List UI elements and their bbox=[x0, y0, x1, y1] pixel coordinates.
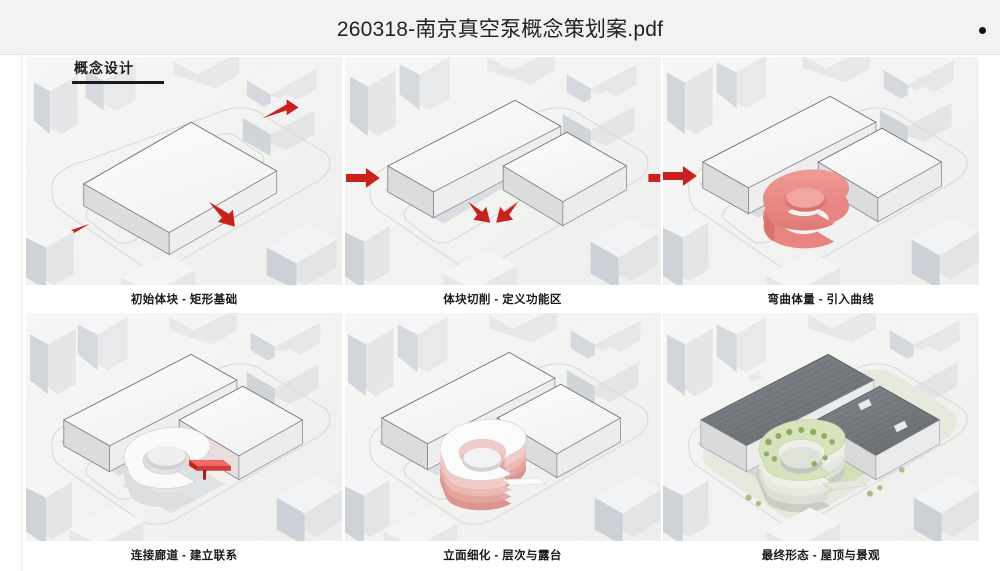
pdf-page: 初始体块 - 矩形基础 bbox=[22, 55, 983, 571]
page-left-gutter bbox=[0, 55, 22, 571]
massing-diagram-5 bbox=[344, 313, 661, 541]
panel-5-caption: 立面细化 - 层次与露台 bbox=[443, 550, 562, 562]
panel-5-illustration bbox=[344, 313, 661, 541]
panel-5[interactable]: 立面细化 - 层次与露台 bbox=[344, 313, 661, 567]
panel-2[interactable]: 体块切削 - 定义功能区 bbox=[344, 57, 661, 311]
panel-2-caption: 体块切削 - 定义功能区 bbox=[443, 294, 562, 306]
massing-diagram-6 bbox=[662, 313, 979, 541]
panel-3-illustration bbox=[662, 57, 979, 285]
panel-6-illustration bbox=[662, 313, 979, 541]
section-heading-underline bbox=[72, 81, 164, 84]
concept-panel-grid: 初始体块 - 矩形基础 bbox=[26, 57, 979, 567]
section-heading-label: 概念设计 bbox=[74, 60, 134, 76]
panel-4[interactable]: 连接廊道 - 建立联系 bbox=[26, 313, 343, 567]
panel-4-caption: 连接廊道 - 建立联系 bbox=[130, 550, 238, 562]
massing-diagram-1 bbox=[26, 57, 343, 285]
more-options-dot-icon[interactable] bbox=[979, 27, 986, 34]
panel-4-illustration bbox=[26, 313, 343, 541]
panel-6[interactable]: 最终形态 - 屋顶与景观 bbox=[662, 313, 979, 567]
panel-3[interactable]: 弯曲体量 - 引入曲线 bbox=[662, 57, 979, 311]
massing-diagram-2 bbox=[344, 57, 661, 285]
panel-1-caption: 初始体块 - 矩形基础 bbox=[130, 294, 238, 306]
massing-diagram-4 bbox=[26, 313, 343, 541]
document-title: 260318-南京真空泵概念策划案.pdf bbox=[336, 18, 664, 41]
panel-3-caption: 弯曲体量 - 引入曲线 bbox=[767, 294, 875, 306]
panel-2-illustration bbox=[344, 57, 661, 285]
section-heading: 概念设计 bbox=[72, 59, 164, 84]
panel-1[interactable]: 初始体块 - 矩形基础 bbox=[26, 57, 343, 311]
massing-diagram-3 bbox=[662, 57, 979, 285]
page-right-gutter bbox=[983, 55, 1000, 571]
panel-6-caption: 最终形态 - 屋顶与景观 bbox=[761, 550, 881, 562]
viewer-topbar: 260318-南京真空泵概念策划案.pdf bbox=[0, 0, 1000, 55]
panel-1-illustration bbox=[26, 57, 343, 285]
